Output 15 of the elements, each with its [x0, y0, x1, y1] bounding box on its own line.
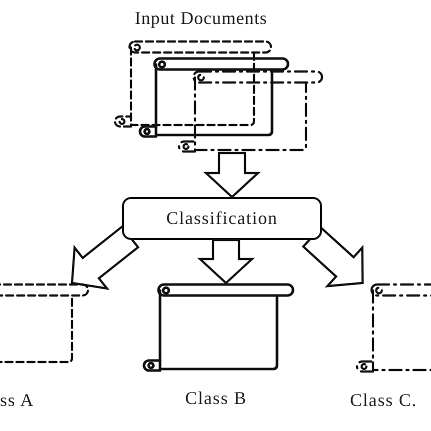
document-scroll — [177, 70, 324, 153]
block-arrow — [70, 225, 140, 290]
document-scroll — [355, 283, 431, 373]
block-arrow — [197, 238, 255, 284]
document-scroll — [0, 283, 90, 365]
document-scroll — [138, 57, 290, 138]
stack-heading: Input Documents — [134, 7, 268, 29]
class-caption: Class B — [184, 387, 248, 409]
process-box: Classification — [122, 197, 322, 240]
block-arrow — [203, 152, 261, 198]
block-arrow — [302, 226, 364, 288]
document-scroll — [142, 283, 295, 372]
class-caption: ss A — [0, 389, 36, 411]
class-caption: Class C. — [350, 389, 418, 411]
document-scroll — [113, 40, 273, 128]
